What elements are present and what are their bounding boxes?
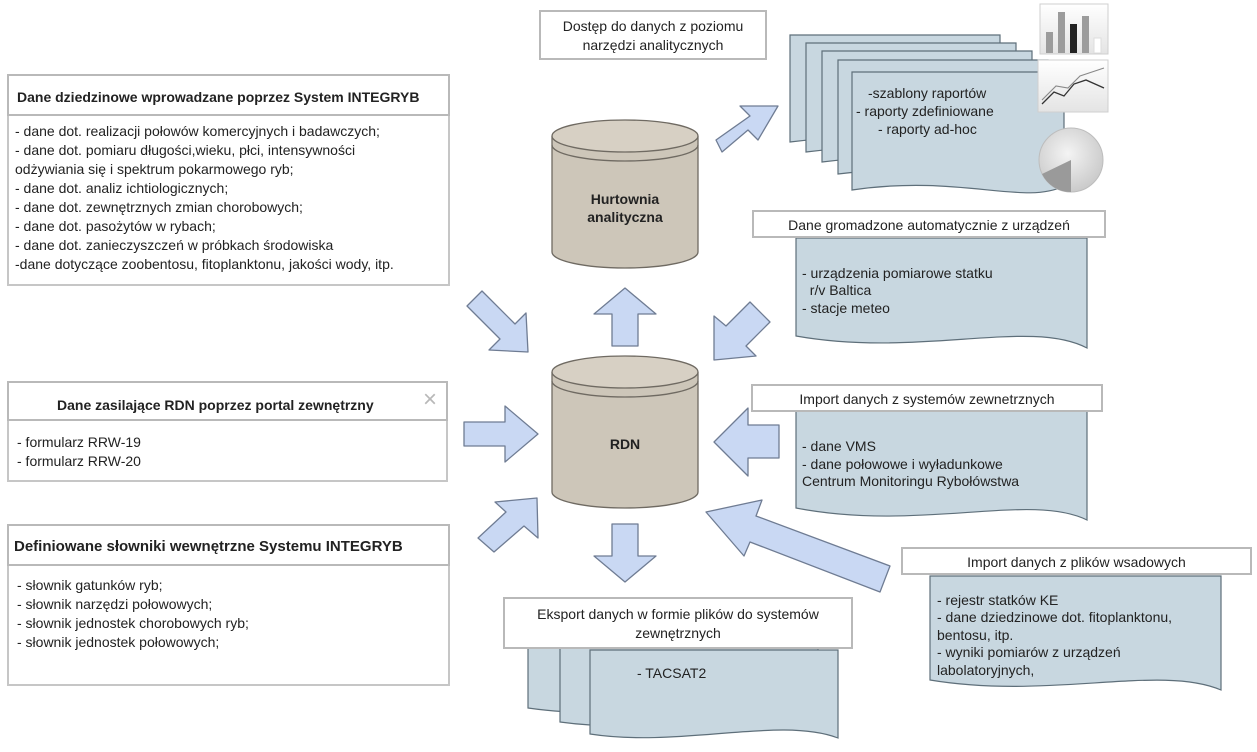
domain-item: - dane dot. realizacji połowów komercyjn… xyxy=(15,123,380,139)
domain-item: - dane dot. zanieczyszczeń w próbkach śr… xyxy=(15,237,334,253)
portal-title: Dane zasilające RDN poprzez portal zewnę… xyxy=(57,397,374,413)
dictionaries-title: Definiowane słowniki wewnętrzne Systemu … xyxy=(14,538,403,555)
access-title-line: narzędzi analitycznych xyxy=(582,37,724,53)
warehouse-label-line: Hurtownia xyxy=(590,191,660,207)
bar-chart-thumbnail-icon xyxy=(1039,3,1109,55)
domain-item: - dane dot. analiz ichtiologicznych; xyxy=(15,180,229,196)
report-item: - raporty zdefiniowane xyxy=(856,103,994,119)
domain-item: odżywiania się i spektrum pokarmowego ry… xyxy=(15,161,294,177)
portal-item: - formularz RRW-19 xyxy=(17,434,141,450)
dictionary-item: - słownik jednostek chorobowych ryb; xyxy=(17,615,249,631)
arrow-from-devices xyxy=(713,301,771,361)
domain-data-body: - dane dot. realizacji połowów komercyjn… xyxy=(7,116,450,286)
pie-chart-thumbnail-icon xyxy=(1038,127,1104,193)
rdn-cylinder xyxy=(551,355,699,509)
report-item: - raporty ad-hoc xyxy=(878,121,977,137)
warehouse-cylinder xyxy=(551,119,699,269)
portal-header: Dane zasilające RDN poprzez portal zewnę… xyxy=(7,381,448,421)
external-item: - dane VMS xyxy=(802,438,876,454)
devices-header: Dane gromadzone automatycznie z urządzeń xyxy=(752,210,1106,238)
batch-item: bentosu, itp. xyxy=(937,627,1014,643)
batch-item: labolatoryjnych, xyxy=(937,662,1035,678)
batch-import-document xyxy=(929,575,1222,691)
external-import-document xyxy=(795,409,1088,521)
report-item: -szablony raportów xyxy=(868,85,987,101)
batch-item: - rejestr statków KE xyxy=(937,592,1059,608)
external-import-header: Import danych z systemów zewnetrznych xyxy=(751,384,1103,412)
export-title-line: zewnętrznych xyxy=(635,625,721,641)
devices-item: - urządzenia pomiarowe statku xyxy=(802,265,993,281)
dictionaries-header: Definiowane słowniki wewnętrzne Systemu … xyxy=(7,524,450,566)
external-import-title: Import danych z systemów zewnetrznych xyxy=(799,391,1055,407)
external-item: Centrum Monitoringu Rybołówstwa xyxy=(802,473,1020,489)
devices-item: r/v Baltica xyxy=(802,282,872,298)
arrow-up-to-warehouse xyxy=(593,287,657,347)
domain-item: - dane dot. pomiaru długości,wieku, płci… xyxy=(15,142,356,158)
access-title-line: Dostęp do danych z poziomu xyxy=(562,18,744,34)
domain-data-title: Dane dziedzinowe wprowadzane poprzez Sys… xyxy=(17,89,420,105)
devices-title: Dane gromadzone automatycznie z urządzeń xyxy=(788,217,1070,233)
dictionary-item: - słownik narzędzi połowowych; xyxy=(17,596,213,612)
domain-item: -dane dotyczące zoobentosu, fitoplankton… xyxy=(15,256,394,272)
export-document-stack xyxy=(527,639,839,739)
warehouse-label-line: analityczna xyxy=(587,209,663,225)
arrow-from-domain xyxy=(466,290,529,353)
batch-import-title: Import danych z plików wsadowych xyxy=(967,554,1186,570)
line-chart-thumbnail-icon xyxy=(1037,59,1109,113)
domain-item: - dane dot. pasożytów w rybach; xyxy=(15,218,216,234)
arrow-from-external xyxy=(713,407,780,477)
devices-item: - stacje meteo xyxy=(802,300,890,316)
portal-body: - formularz RRW-19 - formularz RRW-20 xyxy=(7,421,448,482)
close-icon[interactable]: × xyxy=(423,386,438,413)
batch-item: - wyniki pomiarów z urządzeń xyxy=(937,644,1121,660)
batch-item: - dane dziedzinowe dot. fitoplanktonu, xyxy=(937,609,1173,625)
export-header: Eksport danych w formie plików do system… xyxy=(503,597,853,649)
dictionary-item: - słownik gatunków ryb; xyxy=(17,577,163,593)
arrow-down-to-export xyxy=(593,523,657,583)
domain-item: - dane dot. zewnętrznych zmian chorobowy… xyxy=(15,199,303,215)
arrow-from-batch xyxy=(705,499,891,593)
portal-item: - formularz RRW-20 xyxy=(17,453,141,469)
arrow-to-reports xyxy=(715,105,779,153)
warehouse-label: Hurtownia analityczna xyxy=(568,190,682,226)
rdn-label: RDN xyxy=(609,436,641,452)
export-item: - TACSAT2 xyxy=(637,665,707,681)
dictionary-item: - słownik jednostek połowowych; xyxy=(17,634,220,650)
external-item: - dane połowowe i wyładunkowe xyxy=(802,456,1003,472)
devices-document xyxy=(795,237,1088,349)
arrow-from-portal xyxy=(463,405,539,463)
export-title-line: Eksport danych w formie plików do system… xyxy=(537,606,819,622)
arrow-from-dictionaries xyxy=(477,497,539,553)
domain-data-header: Dane dziedzinowe wprowadzane poprzez Sys… xyxy=(7,74,450,116)
batch-import-header: Import danych z plików wsadowych xyxy=(901,547,1252,575)
access-header: Dostęp do danych z poziomu narzędzi anal… xyxy=(539,10,767,60)
dictionaries-body: - słownik gatunków ryb; - słownik narzęd… xyxy=(7,566,450,686)
